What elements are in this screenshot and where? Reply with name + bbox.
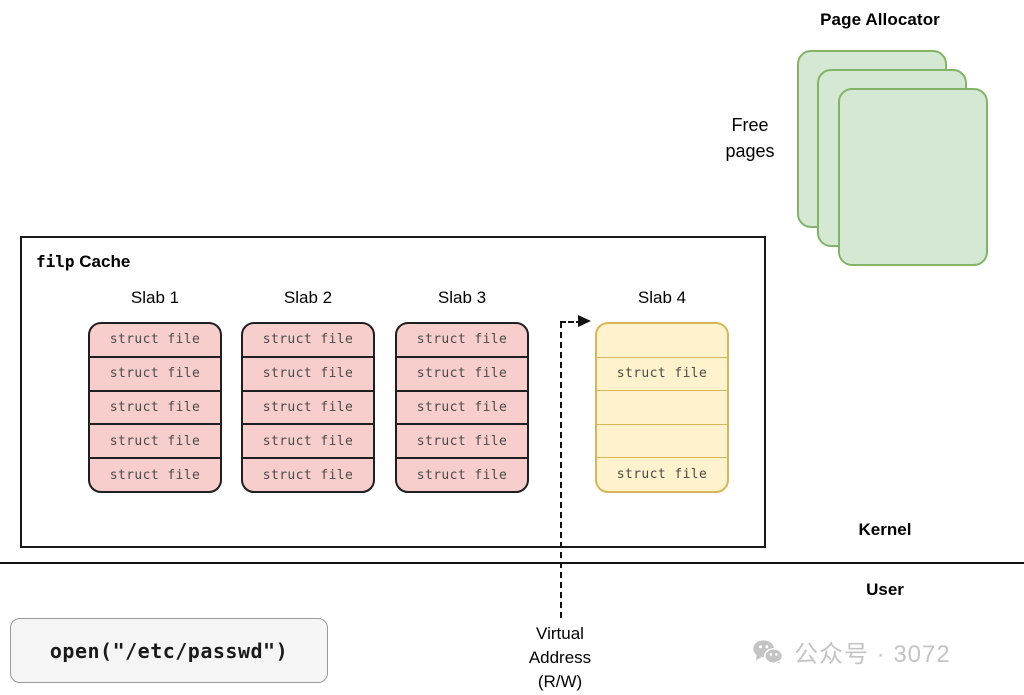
slab-1[interactable]: struct file struct file struct file stru…	[88, 322, 222, 493]
slab-4-slot-4	[597, 423, 727, 458]
arrow-head-icon	[578, 315, 591, 327]
watermark-text: 公众号 · 3072	[794, 641, 951, 668]
slab-2-slot-5: struct file	[243, 457, 373, 491]
virtual-address-caption-line3: (R/W)	[537, 672, 583, 691]
slab-label-2: Slab 2	[283, 288, 333, 307]
filp-cache-title-mono: filp	[36, 252, 75, 271]
slab-label-4: Slab 4	[637, 288, 687, 307]
slab-3-slot-3: struct file	[397, 389, 527, 424]
slab-1-slot-3: struct file	[90, 389, 220, 424]
slab-2-slot-1: struct file	[262, 332, 354, 348]
slab-3-slot-5: struct file	[397, 457, 527, 491]
filp-cache-title-rest: Cache	[74, 252, 131, 271]
slab-4-slot-3	[597, 390, 727, 424]
syscall-code: open("/etc/passwd")	[49, 638, 289, 663]
slab-4-slot-2: struct file	[597, 356, 727, 391]
slab-label-1: Slab 1	[130, 288, 180, 307]
filp-cache-title: filp Cache	[36, 252, 130, 272]
slab-1-slot-4: struct file	[90, 423, 220, 457]
kernel-label: Kernel	[858, 520, 912, 539]
virtual-address-caption-line2: Address	[528, 648, 592, 667]
slab-4[interactable]: struct file struct file	[595, 322, 729, 493]
free-pages-label-line2: pages	[725, 141, 775, 161]
slab-2-slot-2: struct file	[243, 355, 373, 390]
slab-2-slot-3: struct file	[243, 389, 373, 424]
slab-2[interactable]: struct file struct file struct file stru…	[241, 322, 375, 493]
slab-4-slot-1	[597, 324, 727, 357]
free-pages-label: Free pages	[700, 112, 800, 164]
slab-4-slot-5: struct file	[597, 457, 727, 491]
slab-3-slot-4: struct file	[397, 423, 527, 457]
slab-1-slot-1: struct file	[109, 332, 201, 348]
slab-3-slot-1: struct file	[416, 332, 508, 348]
syscall-box[interactable]: open("/etc/passwd")	[10, 618, 328, 683]
virtual-address-dashed-line	[560, 322, 562, 618]
slab-1-slot-5: struct file	[90, 457, 220, 491]
slab-2-slot-4: struct file	[243, 423, 373, 457]
watermark: 公众号 · 3072	[752, 634, 951, 669]
page-allocator-title: Page Allocator	[820, 10, 940, 29]
free-page-card-front	[838, 88, 988, 266]
virtual-address-caption-line1: Virtual	[536, 624, 584, 643]
wechat-icon	[752, 639, 784, 666]
kernel-user-divider	[0, 562, 1024, 564]
allocation-arrow-segment	[560, 321, 582, 323]
free-pages-label-line1: Free	[731, 115, 769, 135]
slab-label-3: Slab 3	[437, 288, 487, 307]
virtual-address-caption: Virtual Address (R/W)	[492, 622, 628, 694]
user-label: User	[866, 580, 904, 599]
slab-3-slot-2: struct file	[397, 355, 527, 390]
slab-1-slot-2: struct file	[90, 355, 220, 390]
slab-3[interactable]: struct file struct file struct file stru…	[395, 322, 529, 493]
